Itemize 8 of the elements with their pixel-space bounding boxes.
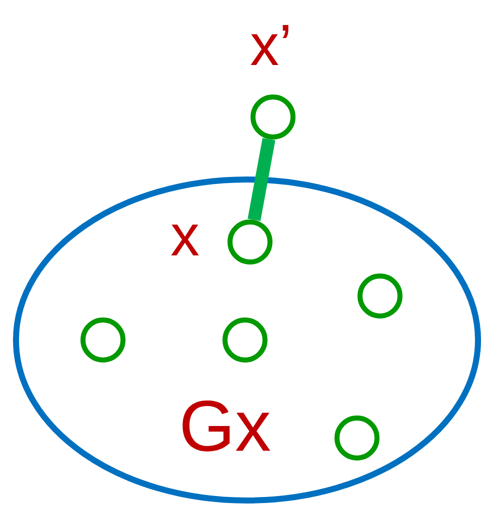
set-label: Gx — [182, 400, 270, 452]
connector-line — [248, 138, 276, 222]
circle-node — [80, 318, 126, 362]
circle-node — [222, 318, 268, 362]
point-label: x’ — [250, 25, 288, 65]
point-label: x — [171, 224, 199, 256]
circle-node — [334, 416, 380, 460]
circle-node — [358, 274, 402, 318]
